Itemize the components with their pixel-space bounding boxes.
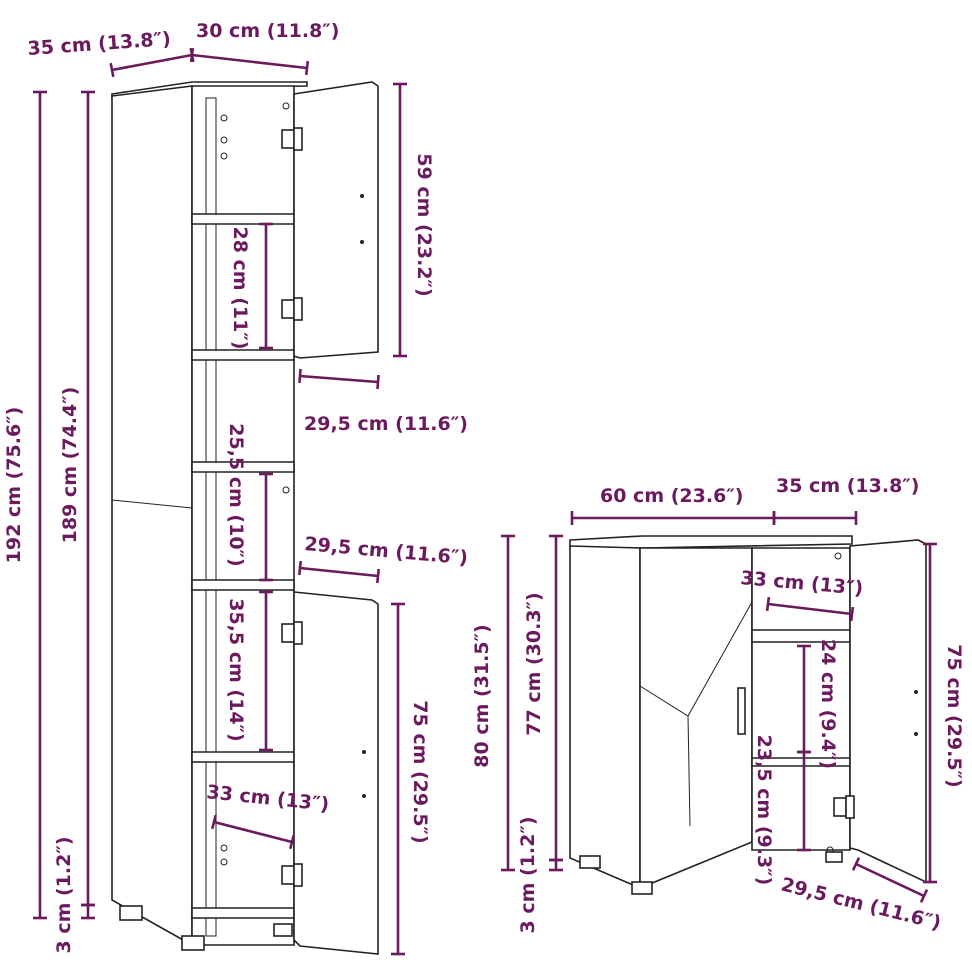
tall-cabinet-drawing [111,81,379,955]
tall-height-total-dim [33,90,47,920]
low-depth-label: 35 cm (13.8″) [776,475,919,497]
hinge-icon [833,795,855,819]
tall-feet-dim [81,903,95,920]
tall-lower-shelf-gap-label: 35,5 cm (14″) [225,598,247,741]
tall-upper-shelf-gap-dim [259,222,273,350]
tall-upper-door-height-dim [393,82,407,358]
tall-height-total-label: 192 cm (75.6″) [3,407,25,564]
low-upper-gap-label: 24 cm (9.4″) [817,639,839,769]
hinge-icon [281,127,303,887]
tall-middle-width-dim [297,560,381,584]
low-door-width-dim [851,857,929,903]
tall-middle-shelf-gap-label: 25,5 cm (10″) [225,423,247,566]
tall-depth-total-label: 35 cm (13.8″) [27,28,172,60]
low-door-width-label: 29,5 cm (11.6″) [779,874,943,935]
tall-upper-shelf-gap-label: 28 cm (11″) [229,226,251,349]
tall-lower-door-height-dim [391,602,405,956]
low-depth-dim [772,511,858,525]
tall-upper-door-height-label: 59 cm (23.2″) [413,153,435,296]
low-width-dim [570,511,776,525]
tall-height-body-dim [81,90,95,907]
low-cabinet-drawing [569,535,927,895]
tall-upper-door-width-dim [298,368,380,390]
tall-middle-shelf-gap-dim [259,472,273,582]
low-lower-gap-dim [797,750,811,852]
tall-middle-width-label: 29,5 cm (11.6″) [304,533,469,569]
low-inner-depth-dim [765,596,855,622]
low-height-total-label: 80 cm (31.5″) [471,624,493,767]
low-height-body-label: 77 cm (30.3″) [523,592,545,735]
tall-depth-inner-dim [189,47,310,76]
tall-bottom-depth-dim [211,814,295,850]
low-height-total-dim [501,534,515,872]
tall-feet-height-label: 3 cm (1.2″) [53,836,75,953]
low-height-body-dim [549,534,563,862]
low-feet-dim [549,858,563,872]
tall-lower-shelf-gap-dim [259,590,273,752]
tall-height-body-label: 189 cm (74.4″) [59,387,81,544]
low-feet-height-label: 3 cm (1.2″) [517,816,539,933]
dimension-lines [33,47,937,956]
low-width-label: 60 cm (23.6″) [600,485,743,507]
tall-depth-inner-label: 30 cm (11.8″) [196,20,339,42]
tall-upper-door-width-label: 29,5 cm (11.6″) [304,413,468,435]
low-door-height-label: 75 cm (29.5″) [943,644,965,787]
low-lower-gap-label: 23,5 cm (9.3″) [753,735,775,886]
tall-lower-door-height-label: 75 cm (29.5″) [409,700,431,843]
low-door-height-dim [923,542,937,884]
